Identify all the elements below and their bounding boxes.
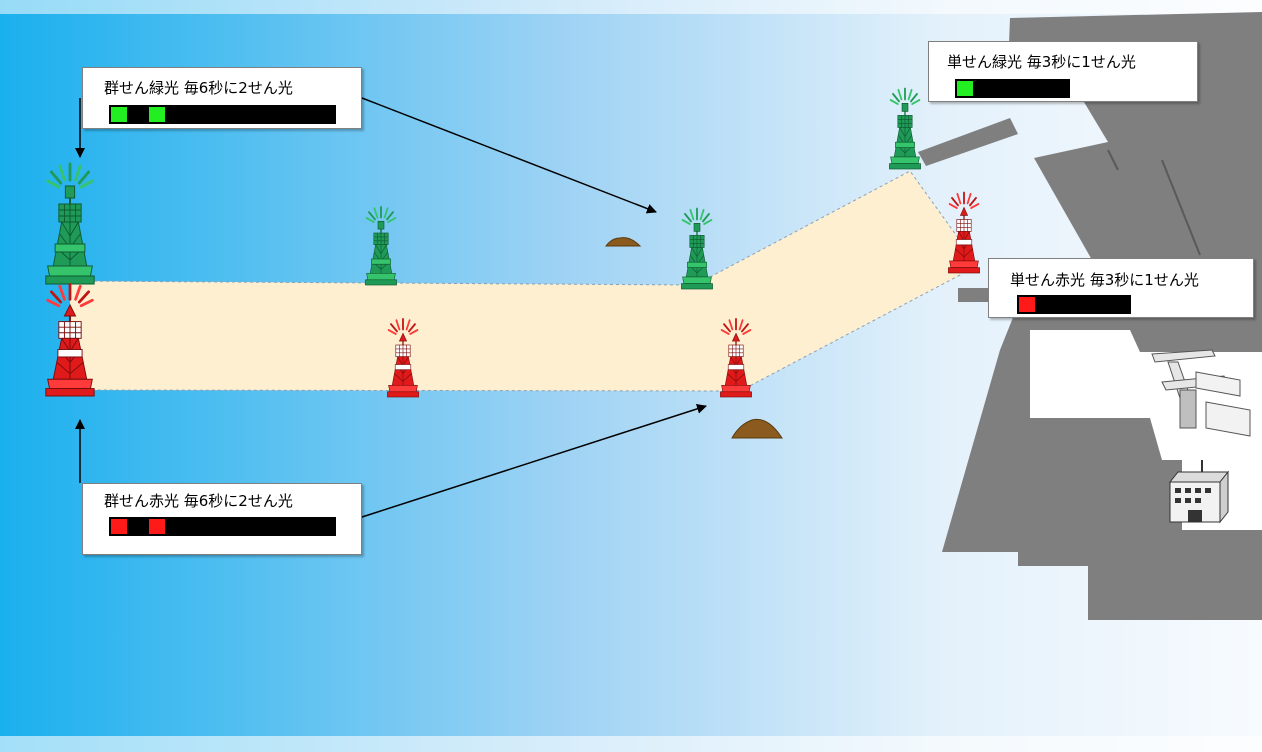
flash-pulse — [148, 518, 166, 535]
legend-group-green: 群せん緑光 毎6秒に2せん光 — [82, 67, 362, 129]
sea-bottom-fade — [0, 736, 1262, 752]
navigation-channel — [69, 170, 965, 392]
legend-group-red-text: 群せん赤光 毎6秒に2せん光 — [104, 492, 293, 510]
legend-group-green-text: 群せん緑光 毎6秒に2せん光 — [104, 79, 293, 97]
flash-pulse — [1018, 296, 1036, 313]
harbor-pier-lines — [1107, 149, 1201, 256]
rock-small — [604, 237, 642, 247]
flash-pulse — [956, 80, 974, 97]
flash-pattern-bar — [1017, 295, 1131, 314]
flash-pulse — [148, 106, 166, 123]
arrow-to-red-buoy-mid — [361, 404, 707, 518]
flash-pattern-bar — [109, 517, 336, 536]
legend-single-green-text: 単せん緑光 毎3秒に1せん光 — [947, 53, 1136, 71]
harbor-crane — [1151, 349, 1251, 437]
legend-single-green: 単せん緑光 毎3秒に1せん光 — [928, 41, 1198, 102]
rock-large — [731, 418, 783, 439]
legend-group-red: 群せん赤光 毎6秒に2せん光 — [82, 483, 362, 555]
sea-top-fade — [0, 0, 1262, 14]
flash-pattern-bar — [109, 105, 336, 124]
legend-single-red: 単せん赤光 毎3秒に1せん光 — [988, 258, 1254, 318]
arrow-to-green-buoy-mid — [361, 97, 657, 214]
legend-single-red-text: 単せん赤光 毎3秒に1せん光 — [1010, 271, 1199, 289]
flash-pulse — [110, 518, 128, 535]
harbor-building — [1168, 460, 1230, 524]
flash-pattern-bar — [955, 79, 1070, 98]
flash-pulse — [110, 106, 128, 123]
